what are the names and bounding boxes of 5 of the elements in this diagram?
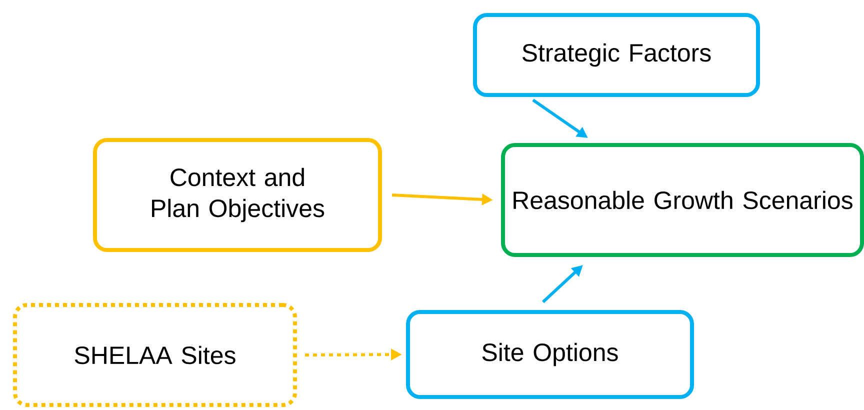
process-box: Reasonable Growth Scenarios xyxy=(501,143,864,257)
process-box: Strategic Factors xyxy=(473,13,760,97)
process-box: Site Options xyxy=(406,310,694,399)
process-box: SHELAA Sites xyxy=(13,303,297,407)
process-box: Context and Plan Objectives xyxy=(93,138,382,252)
